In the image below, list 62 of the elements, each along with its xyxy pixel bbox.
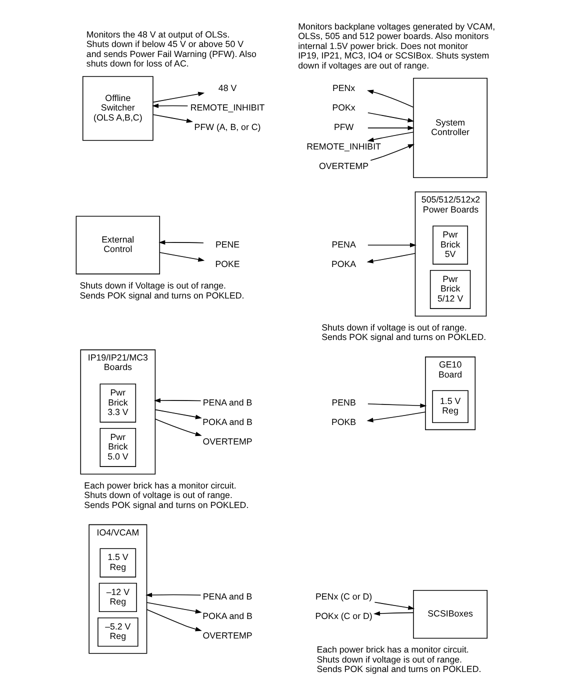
node-text: POKE: [214, 258, 240, 269]
arrow: [366, 132, 414, 142]
node-text: PENx (C or D): [314, 592, 372, 602]
node-text: PENE: [214, 239, 240, 250]
node-text: POKx: [332, 102, 355, 113]
arrow: [146, 602, 202, 614]
arrow: [367, 126, 414, 130]
node-box: System Controller: [412, 78, 488, 178]
node-text: REMOTE_INHIBIT: [190, 102, 264, 113]
node-text: PFW: [333, 122, 354, 132]
node-text: OVERTEMP: [202, 630, 252, 641]
node-text: OVERTEMP: [318, 161, 368, 172]
arrow: [146, 609, 202, 632]
node-box: 1.5 V Reg: [432, 390, 468, 423]
node-text: POKx (C or D): [314, 611, 372, 622]
node-box: –5.2 V Reg: [97, 617, 138, 647]
node-label: Each power brick has a monitor circuit. Shuts down if voltage is out of range. Sends POK signal and turns on POKLED.: [316, 644, 481, 674]
node-text: POKA and B: [202, 416, 252, 427]
node-text: 48 V: [218, 83, 236, 94]
arrow: [152, 92, 204, 103]
node-box: External Control: [75, 216, 160, 274]
node-text: PFW (A, B, or C): [194, 122, 260, 132]
node-box: Pwr Brick 5V: [432, 226, 468, 265]
node-text: PENB: [331, 397, 356, 408]
node-text: POKA: [330, 258, 356, 269]
arrow: [367, 403, 426, 408]
node-text: PENA: [331, 239, 356, 250]
node-box: 1.5 V Reg: [99, 548, 136, 578]
node-text: REMOTE_INHIBIT: [306, 142, 380, 152]
node-label: Monitors backplane voltages generated by VCAM, OLSs, 505 and 512 power boards. Also monitors internal 1.5V power brick. Does not monitor IP19, IP21, MC3, IO4 or SCSIBox. Shuts system down if voltages are out of range.: [298, 21, 495, 70]
arrow: [366, 90, 414, 108]
arrow: [367, 242, 416, 248]
arrow: [372, 611, 414, 616]
node-text: PENA and B: [202, 397, 252, 408]
arrow: [145, 592, 201, 598]
arrow: [367, 112, 414, 122]
node-text: PENA and B: [202, 592, 252, 602]
node-text: OVERTEMP: [202, 436, 252, 446]
node-box: Offline Switcher (OLS A,B,C): [82, 76, 153, 141]
node-box: Pwr Brick 5.0 V: [99, 428, 136, 467]
arrow: [154, 418, 202, 436]
node-text: POKA and B: [202, 611, 252, 622]
node-box: Pwr Brick 5/12 V: [429, 270, 470, 309]
arrow: [374, 602, 414, 610]
node-text: POKB: [330, 416, 356, 427]
arrow: [370, 144, 414, 161]
arrow: [158, 252, 204, 262]
node-box: –12 V Reg: [98, 582, 136, 612]
node-label: Shuts down if Voltage is out of range. Sends POK signal and turns on POKLED.: [79, 280, 244, 300]
arrow: [154, 409, 202, 420]
arrow: [152, 104, 188, 108]
arrow: [158, 240, 204, 245]
node-text: PENx: [332, 83, 355, 94]
node-label: Each power brick has a monitor circuit. Shuts down of voltage is out of range. Sends POK signal and turns on POKLED.: [84, 480, 248, 510]
arrow: [152, 114, 192, 123]
arrow: [153, 398, 201, 403]
arrow: [366, 252, 416, 264]
node-label: Monitors the 48 V at output of OLSs. Shuts down if below 45 V or above 50 V and sends Power Fail Warning (PFW). Also shuts down for loss of AC.: [86, 29, 256, 69]
node-box: SCSIBoxes: [412, 590, 488, 639]
arrow: [366, 412, 426, 422]
node-box: Pwr Brick 3.3 V: [99, 384, 136, 423]
node-label: Shuts down if voltage is out of range. Sends POK signal and turns on POKLED.: [321, 322, 486, 342]
